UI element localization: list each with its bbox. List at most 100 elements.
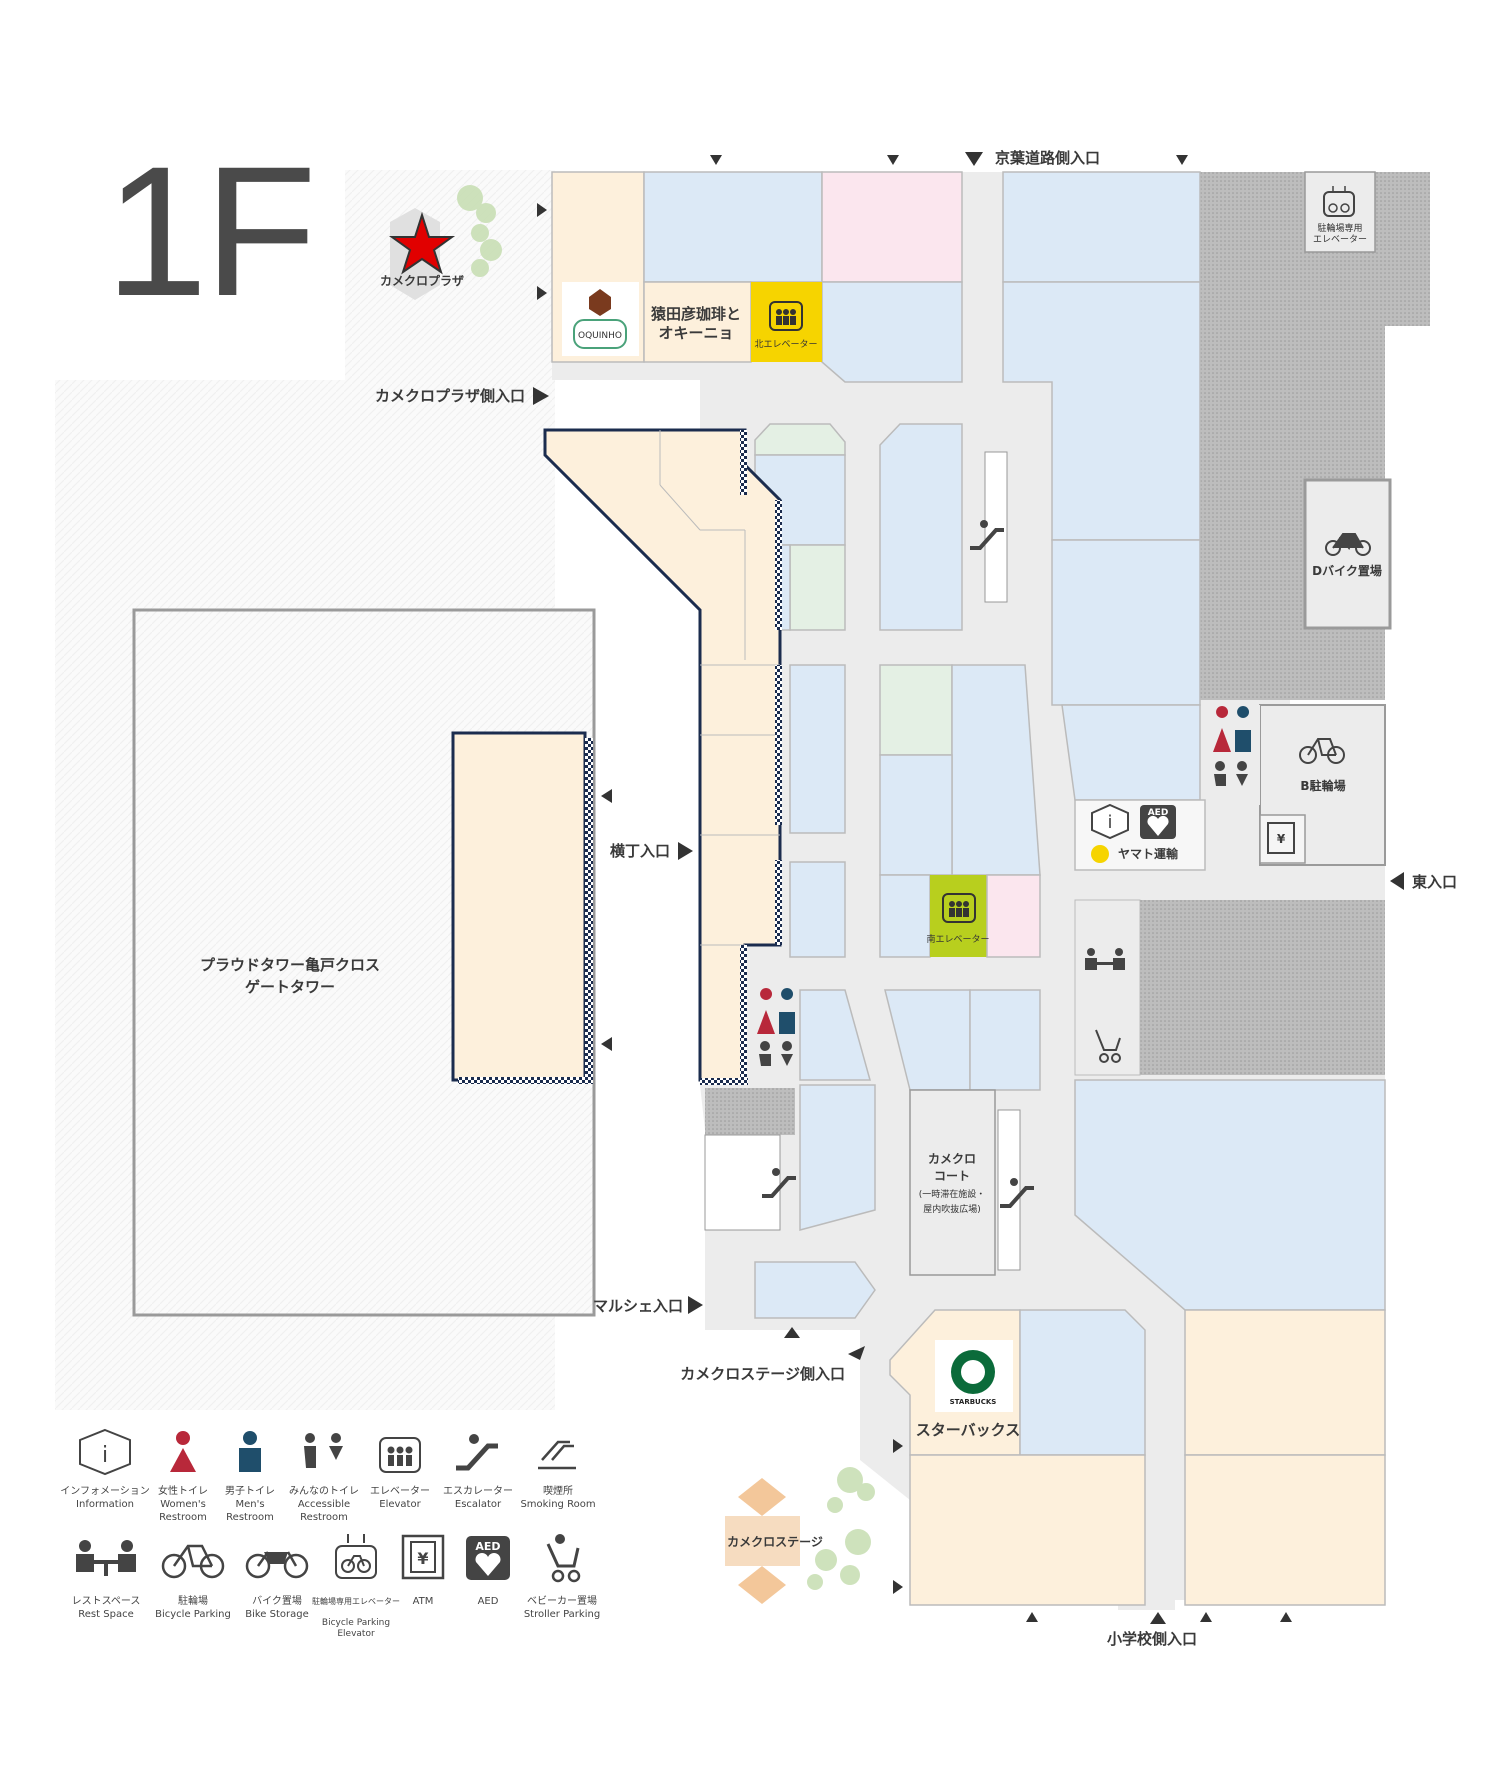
escalator-icon	[456, 1434, 498, 1471]
north-elevator-label: 北エレベーター	[754, 339, 817, 350]
svg-text:駐輪場: 駐輪場	[178, 1594, 208, 1607]
rest-space-icon	[1085, 948, 1125, 970]
legend-item-bicycle-parking: 駐輪場 Bicycle Parking	[155, 1544, 231, 1620]
legend-item-escalator: エスカレーター Escalator	[443, 1434, 513, 1510]
bicycle-elevator-icon	[335, 1534, 377, 1579]
yokocho-edge	[700, 1078, 748, 1085]
tower-label-1: プラウドタワー亀戸クロス	[200, 956, 380, 974]
svg-text:Restroom: Restroom	[300, 1512, 348, 1523]
shop-pink	[821, 171, 963, 283]
kamekuro-plaza-label: カメクロプラザ	[380, 273, 464, 288]
svg-text:喫煙所: 喫煙所	[543, 1485, 573, 1497]
d-bike-area	[1303, 478, 1392, 630]
svg-text:Bicycle Parking: Bicycle Parking	[155, 1609, 231, 1620]
starbucks-logo-inner	[961, 1360, 985, 1384]
bicycle-elevator-label-2: エレベーター	[1313, 234, 1367, 245]
womens-restroom-icon	[757, 988, 775, 1034]
kamekuro-stage-label: カメクロステージ	[727, 1535, 823, 1549]
svg-text:インフォメーション: インフォメーション	[60, 1486, 150, 1497]
stroller-parking-icon	[546, 1534, 581, 1583]
yokocho-divider	[659, 484, 701, 531]
womens-restroom-icon	[176, 1431, 190, 1445]
higashi-entrance-label[interactable]: 東入口	[1412, 873, 1457, 891]
svg-text:ATM: ATM	[413, 1596, 434, 1607]
legend-item-bicycle-elevator: 駐輪場専用エレベーター Bicycle Parking Elevator	[312, 1534, 400, 1639]
kamekuro-stage	[725, 1478, 800, 1604]
tower-shop	[451, 731, 587, 1082]
svg-text:¥: ¥	[417, 1549, 428, 1568]
shop-blue	[879, 874, 931, 958]
legend-item-stroller-parking: ベビーカー置場 Stroller Parking	[524, 1534, 600, 1620]
svg-text:AED: AED	[478, 1596, 499, 1607]
legend-item-mens-restroom: 男子トイレ Men's Restroom	[225, 1431, 275, 1523]
yokocho-edge	[740, 430, 747, 495]
escalator-icon[interactable]	[1000, 1178, 1034, 1208]
smoking-room-icon	[538, 1440, 576, 1470]
svg-text:女性トイレ: 女性トイレ	[158, 1484, 208, 1497]
entrance-arrows	[533, 152, 1404, 1624]
escalator-stairs	[997, 1109, 1021, 1271]
svg-text:Accessible: Accessible	[298, 1499, 350, 1510]
legend-item-bike-storage: バイク置場 Bike Storage	[245, 1551, 309, 1620]
stage-entrance-label[interactable]: カメクロステージ側入口	[680, 1365, 845, 1383]
floor-label: 1F	[105, 129, 317, 335]
star-marker-icon[interactable]	[388, 211, 456, 275]
shop-blue	[799, 989, 871, 1081]
shop-blue	[879, 423, 963, 631]
shop-blue	[754, 1261, 876, 1319]
sarutahiko-label-1: 猿田彦珈琲と	[650, 305, 741, 323]
svg-text:駐輪場専用エレベーター: 駐輪場専用エレベーター	[312, 1596, 400, 1606]
court-label-1: カメクロ	[928, 1152, 976, 1166]
south-elevator-label: 南エレベーター	[926, 933, 989, 945]
svg-text:Information: Information	[76, 1499, 134, 1510]
shop-blue	[789, 861, 846, 958]
svg-text:Men's: Men's	[235, 1499, 264, 1510]
yamato-label: ヤマト運輸	[1118, 846, 1179, 861]
bicycle-elevator-icon	[1323, 186, 1355, 217]
svg-text:Bike Storage: Bike Storage	[245, 1609, 309, 1620]
womens-restroom-icon	[1213, 706, 1231, 752]
yokocho-entrance-label[interactable]: 横丁入口	[610, 842, 670, 860]
svg-text:エスカレーター: エスカレーター	[443, 1485, 513, 1497]
shop-blue	[879, 754, 953, 876]
shop-blue	[821, 281, 963, 383]
escalator-stairs	[704, 1134, 781, 1231]
escalator-icon[interactable]	[970, 520, 1004, 550]
svg-text:AED: AED	[475, 1540, 500, 1553]
keiyo-road-entrance-label[interactable]: 京葉道路側入口	[995, 149, 1100, 167]
svg-text:Rest Space: Rest Space	[78, 1609, 133, 1620]
legend: i インフォメーション Information 女性トイレ Women's Re…	[60, 1428, 600, 1639]
legend-item-smoking-room: 喫煙所 Smoking Room	[520, 1440, 596, 1510]
svg-text:Restroom: Restroom	[226, 1512, 274, 1523]
shop-blue	[789, 664, 846, 834]
bike-storage-icon	[1325, 533, 1371, 556]
yamato-logo	[1091, 845, 1109, 863]
shop-green	[754, 423, 846, 456]
shop-blue	[969, 989, 1041, 1091]
info-icon	[79, 1428, 131, 1476]
escalator-icon[interactable]	[762, 1168, 796, 1198]
tower-label-2: ゲートタワー	[245, 978, 335, 996]
elevator-icon	[942, 893, 976, 923]
stroller-parking-icon	[1095, 1029, 1121, 1063]
bicycle-elevator-label-1: 駐輪場専用	[1317, 222, 1362, 234]
bike-storage-icon	[245, 1551, 309, 1579]
yokocho-edge	[775, 500, 782, 630]
yokocho-edge	[775, 860, 782, 945]
court-label-3: (一時滞在施設・	[919, 1188, 986, 1200]
marche-entrance-label[interactable]: マルシェ入口	[593, 1297, 683, 1315]
svg-text:Elevator: Elevator	[379, 1499, 421, 1510]
legend-item-info: i インフォメーション Information	[60, 1428, 150, 1510]
escalator-stairs	[984, 451, 1008, 603]
kamekuro-plaza-entrance-label[interactable]: カメクロプラザ側入口	[375, 387, 525, 405]
mens-restroom-icon	[243, 1431, 257, 1445]
svg-text:Women's: Women's	[160, 1499, 206, 1510]
bicycle-parking-icon	[1299, 738, 1345, 764]
shop-blue	[643, 171, 823, 283]
bicycle-elevator[interactable]	[1304, 171, 1376, 253]
shop-green	[879, 664, 953, 756]
svg-text:レストスペース: レストスペース	[72, 1596, 141, 1607]
shop-blue	[1002, 171, 1201, 283]
school-entrance-label[interactable]: 小学校側入口	[1107, 1630, 1197, 1648]
